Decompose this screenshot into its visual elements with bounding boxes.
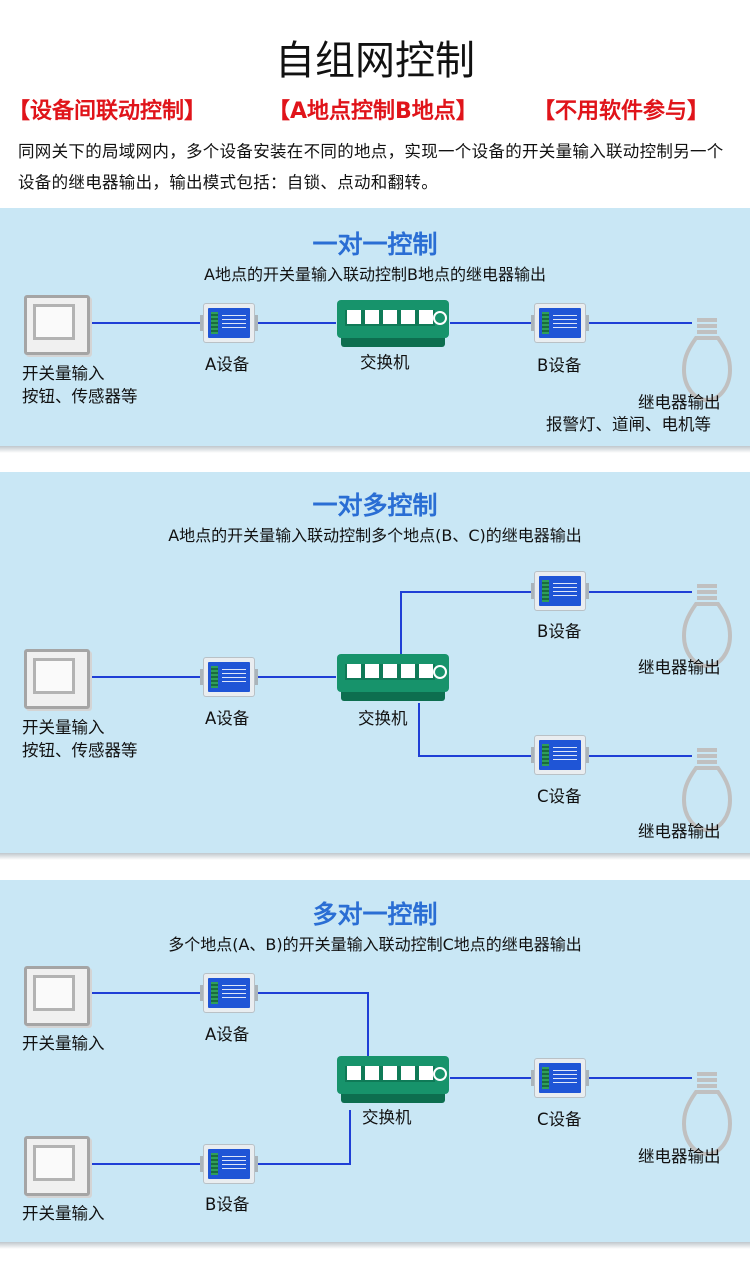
panel-subtitle: A地点的开关量输入联动控制多个地点(B、C)的继电器输出	[168, 526, 582, 545]
wire-hub-to-b	[400, 591, 534, 665]
io-device-icon	[200, 1145, 258, 1183]
panel-subtitle: A地点的开关量输入联动控制B地点的继电器输出	[204, 265, 546, 284]
connection-lines	[90, 992, 692, 1165]
light-bulb-icon	[682, 318, 732, 403]
device-a-label: A设备	[205, 1025, 250, 1044]
output-c-label: 继电器输出	[638, 1147, 721, 1166]
device-c-label: C设备	[537, 1110, 582, 1129]
panel-one-to-many: 一对多控制 A地点的开关量输入联动控制多个地点(B、C)的继电器输出 开关量输入…	[0, 472, 750, 860]
page-title: 自组网控制	[275, 38, 475, 84]
hub-label: 交换机	[358, 709, 408, 728]
tag-no-software: 【不用软件参与】	[533, 99, 710, 124]
tag-linkage: 【设备间联动控制】	[8, 99, 207, 124]
panel-title: 一对一控制	[312, 230, 438, 259]
io-device-icon	[531, 1059, 589, 1097]
switch-label: 开关量输入	[22, 718, 105, 737]
panel-many-to-one: 多对一控制 多个地点(A、B)的开关量输入联动控制C地点的继电器输出 开关量输入…	[0, 880, 750, 1249]
light-bulb-icon	[682, 584, 732, 669]
wall-switch-icon	[24, 966, 90, 1026]
device-c-label: C设备	[537, 787, 582, 806]
feature-tags: 【设备间联动控制】 【A地点控制B地点】 【不用软件参与】	[0, 93, 750, 125]
switch-label: 开关量输入	[22, 364, 105, 383]
panel-title: 一对多控制	[312, 491, 438, 520]
device-b-label: B设备	[205, 1195, 250, 1214]
wire-b-to-hub	[254, 1110, 351, 1165]
network-switch-icon	[337, 1056, 451, 1104]
wire-hub-to-c	[418, 703, 534, 757]
output-sublabel: 报警灯、道闸、电机等	[546, 415, 711, 434]
device-b-label: B设备	[537, 356, 582, 375]
panel-subtitle: 多个地点(A、B)的开关量输入联动控制C地点的继电器输出	[168, 935, 582, 954]
hub-label: 交换机	[362, 1108, 412, 1127]
intro-text: 同网关下的局域网内，多个设备安装在不同的地点，实现一个设备的开关量输入联动控制另…	[18, 142, 724, 192]
output-c-label: 继电器输出	[638, 822, 721, 841]
connection-lines	[90, 322, 692, 324]
light-bulb-icon	[682, 748, 732, 833]
panel-title: 多对一控制	[312, 900, 438, 929]
wall-switch-icon	[24, 649, 90, 709]
connection-lines	[90, 591, 692, 757]
network-switch-icon	[337, 300, 451, 348]
output-label: 继电器输出	[638, 393, 721, 412]
output-b-label: 继电器输出	[638, 658, 721, 677]
hub-label: 交换机	[360, 353, 410, 372]
device-a-label: A设备	[205, 355, 250, 374]
wall-switch-icon	[24, 295, 90, 355]
io-device-icon	[200, 974, 258, 1012]
switch-sublabel: 按钮、传感器等	[22, 741, 138, 760]
device-b-label: B设备	[537, 622, 582, 641]
panel-one-to-one: 一对一控制 A地点的开关量输入联动控制B地点的继电器输出 开关量输入 按钮、传感…	[0, 208, 750, 453]
light-bulb-icon	[682, 1072, 732, 1157]
io-device-icon	[531, 572, 589, 610]
switch-a-label: 开关量输入	[22, 1034, 105, 1053]
wall-switch-icon	[24, 1136, 90, 1196]
switch-sublabel: 按钮、传感器等	[22, 387, 138, 406]
device-a-label: A设备	[205, 709, 250, 728]
io-device-icon	[531, 304, 589, 342]
io-device-icon	[531, 736, 589, 774]
io-device-icon	[200, 304, 258, 342]
wire-a-to-hub	[254, 992, 369, 1072]
network-switch-icon	[337, 654, 451, 702]
tag-a-controls-b: 【A地点控制B地点】	[268, 99, 478, 124]
switch-b-label: 开关量输入	[22, 1204, 105, 1223]
io-device-icon	[200, 658, 258, 696]
